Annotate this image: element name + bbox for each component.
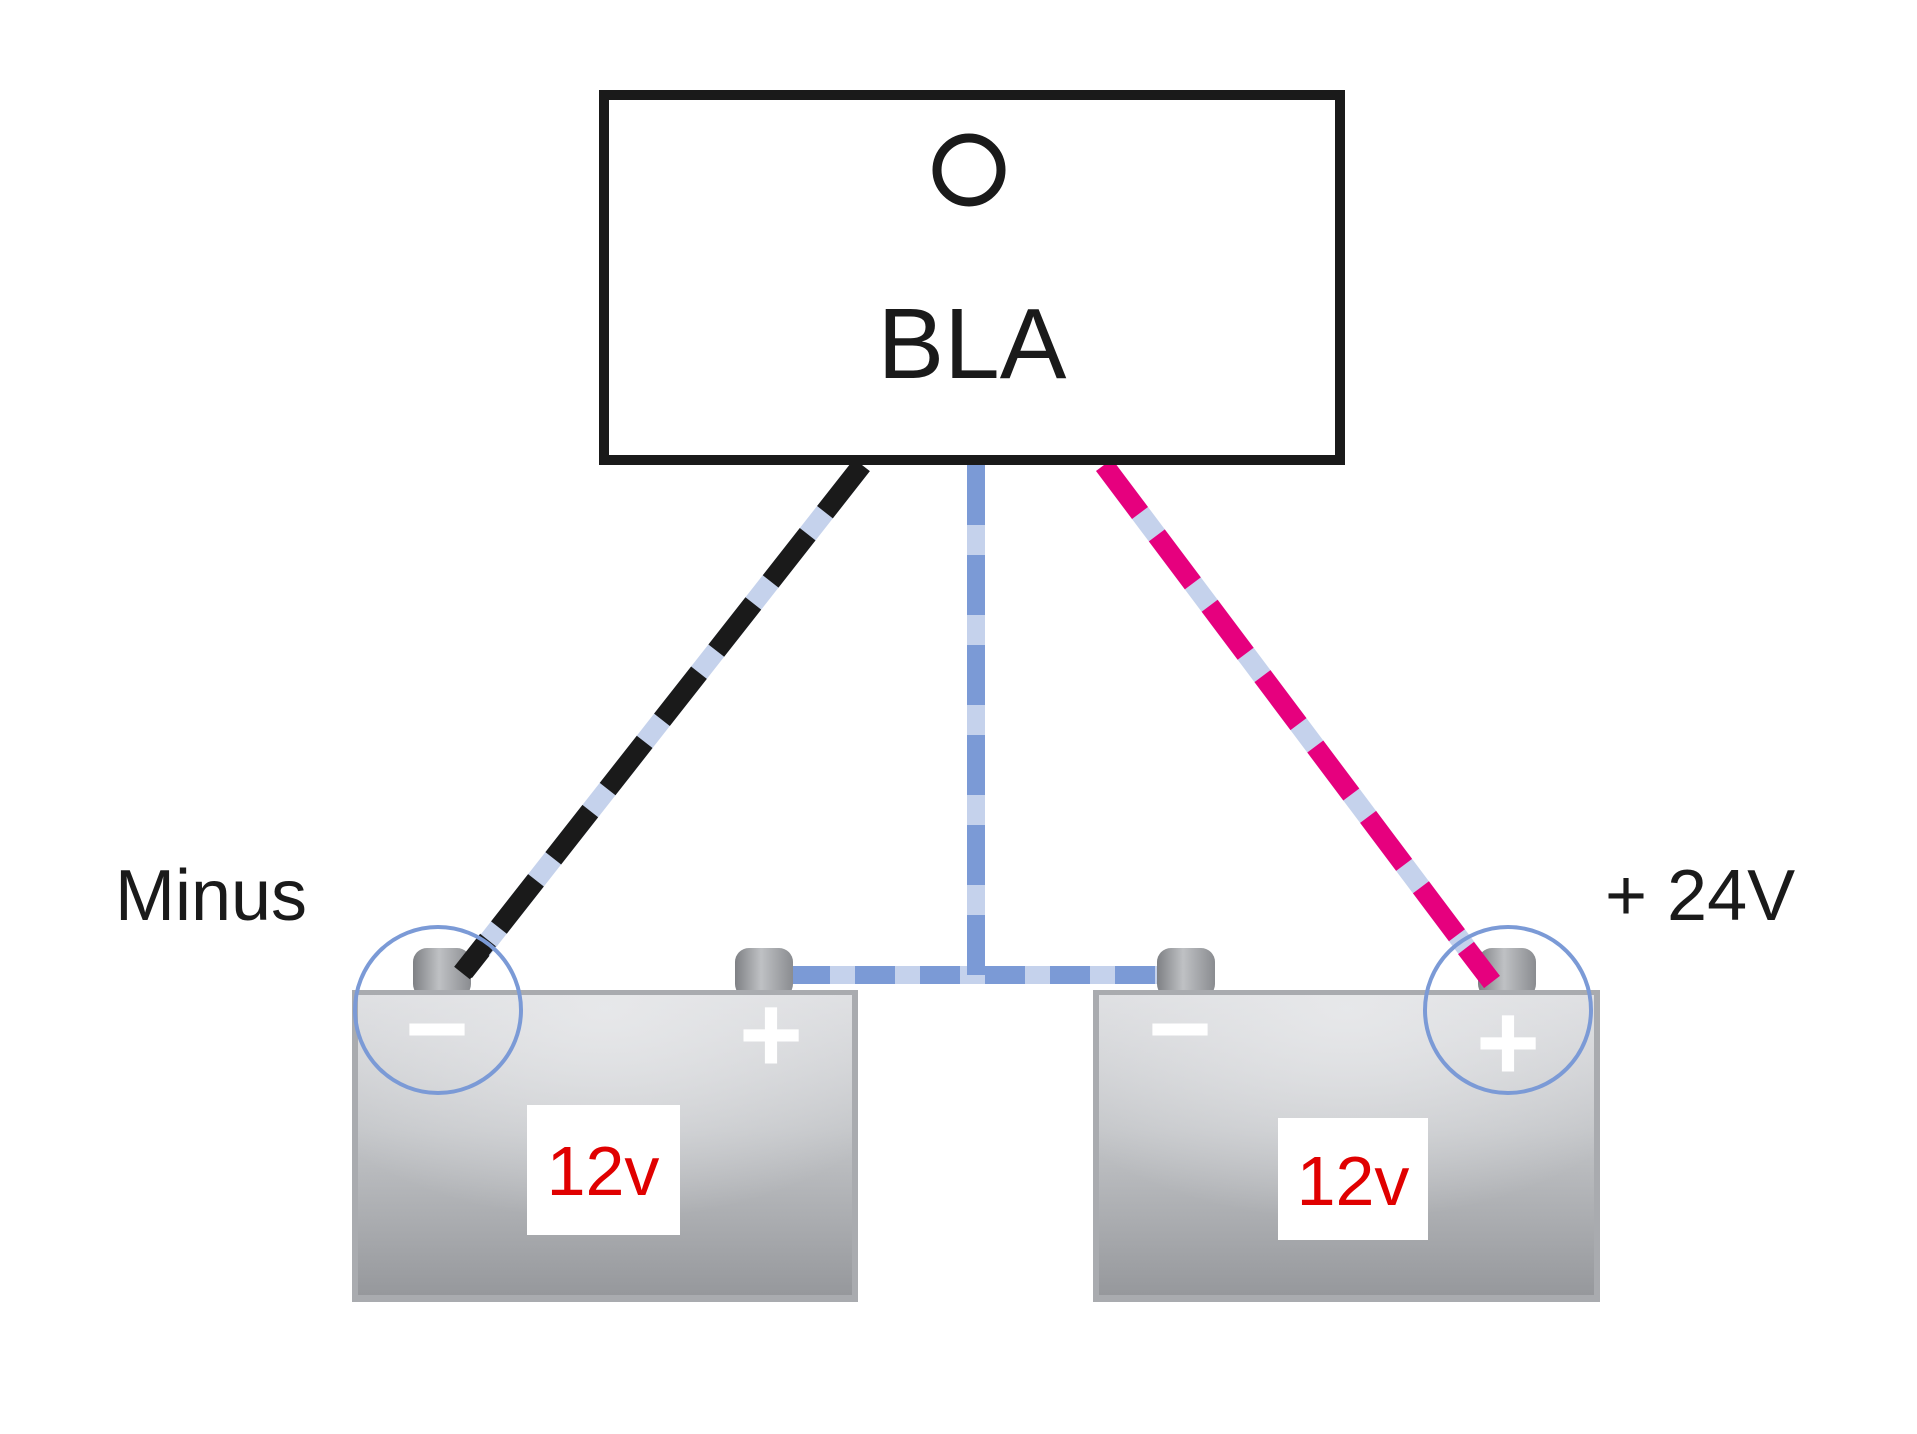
battery-left: − + 12v bbox=[352, 948, 858, 1302]
battery-voltage: 12v bbox=[1297, 1142, 1410, 1220]
bla-device-box: BLA bbox=[599, 90, 1345, 465]
battery-post-positive bbox=[1478, 948, 1536, 998]
battery-negative-symbol: − bbox=[1148, 967, 1212, 1090]
battery-post-negative bbox=[413, 948, 471, 998]
device-label: BLA bbox=[877, 288, 1066, 400]
terminal-highlight-ring bbox=[1423, 925, 1593, 1095]
battery-post-positive bbox=[735, 948, 793, 998]
positive-wire-end bbox=[1458, 941, 1500, 989]
battery-right: − + 12v bbox=[1093, 948, 1600, 1302]
negative-wire bbox=[456, 458, 870, 979]
terminal-highlight-ring bbox=[353, 925, 523, 1095]
battery-positive-symbol: + bbox=[739, 973, 803, 1096]
battery-post-negative bbox=[1157, 948, 1215, 998]
battery-voltage: 12v bbox=[547, 1132, 660, 1210]
voltage-label-box bbox=[527, 1105, 680, 1235]
indicator-lamp-icon bbox=[932, 133, 1006, 207]
positive-wire bbox=[1096, 458, 1500, 989]
battery-negative-symbol: − bbox=[405, 967, 469, 1090]
voltage-label-box bbox=[1278, 1118, 1428, 1240]
negative-wire-end bbox=[454, 933, 496, 980]
plus-24v-terminal-label: + 24V bbox=[1605, 856, 1795, 936]
battery-positive-symbol: + bbox=[1476, 981, 1540, 1104]
minus-terminal-label: Minus bbox=[115, 856, 307, 936]
